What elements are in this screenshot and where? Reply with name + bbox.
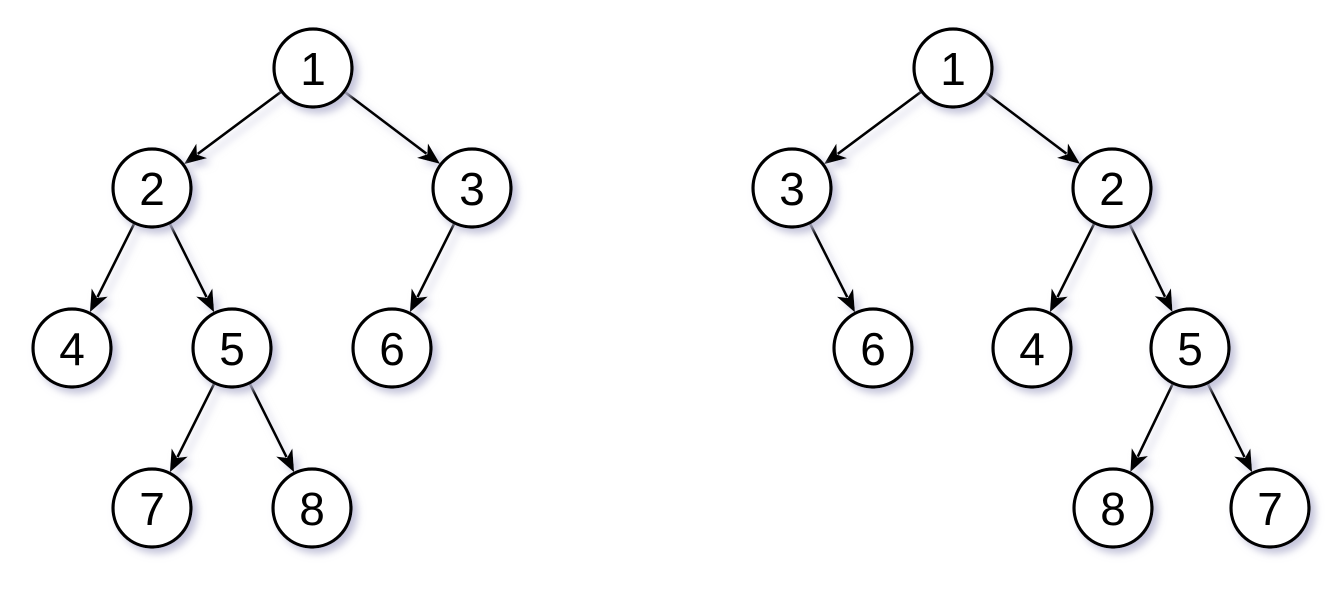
node-label-1: 1 <box>300 43 326 95</box>
node-circle-1[interactable] <box>912 27 994 109</box>
edge-R2-R5 <box>1128 223 1167 298</box>
node-label-2: 2 <box>139 163 165 215</box>
node-circle-2[interactable] <box>1071 147 1153 229</box>
node-circle-4[interactable] <box>31 307 113 389</box>
tree-node-7[interactable]: 7 <box>111 467 193 549</box>
tree-node-1[interactable]: 1 <box>912 27 994 109</box>
right-tree-edges <box>808 90 1253 473</box>
arrowhead-R2-R5 <box>1154 288 1173 313</box>
left-tree-edges <box>89 90 456 473</box>
edge-L3-L6 <box>416 223 456 298</box>
nodes-layer: 1 2 3 4 5 6 7 8 1 3 2 6 4 5 8 7 <box>31 27 1311 549</box>
node-label-7: 7 <box>1257 483 1283 535</box>
edge-R1-R2 <box>984 91 1068 155</box>
tree-node-3[interactable]: 3 <box>751 147 833 229</box>
arrowhead-L5-L8 <box>276 448 295 473</box>
tree-node-5[interactable]: 5 <box>191 307 273 389</box>
edge-L5-L7 <box>176 383 216 458</box>
edge-R1-R3 <box>836 90 922 155</box>
arrowhead-L2-L5 <box>196 288 215 313</box>
node-circle-1[interactable] <box>272 27 354 109</box>
tree-node-7[interactable]: 7 <box>1229 467 1311 549</box>
tree-node-1[interactable]: 1 <box>272 27 354 109</box>
node-circle-7[interactable] <box>1229 467 1311 549</box>
node-circle-6[interactable] <box>351 307 433 389</box>
left-tree-nodes: 1 2 3 4 5 6 7 8 <box>31 27 513 549</box>
node-label-4: 4 <box>59 323 85 375</box>
edges-layer <box>89 90 1253 473</box>
arrowhead-R5-R7 <box>1234 448 1253 473</box>
node-label-3: 3 <box>779 163 805 215</box>
tree-node-5[interactable]: 5 <box>1149 307 1231 389</box>
node-label-2: 2 <box>1099 163 1125 215</box>
arrowhead-L5-L7 <box>169 448 188 473</box>
node-label-1: 1 <box>940 43 966 95</box>
edge-L2-L4 <box>96 223 136 298</box>
tree-node-3[interactable]: 3 <box>431 147 513 229</box>
node-circle-5[interactable] <box>1149 307 1231 389</box>
tree-node-6[interactable]: 6 <box>351 307 433 389</box>
edge-L1-L3 <box>344 91 428 155</box>
node-label-7: 7 <box>139 483 165 535</box>
tree-node-4[interactable]: 4 <box>31 307 113 389</box>
arrowhead-R3-R6 <box>836 288 855 313</box>
node-label-6: 6 <box>860 323 886 375</box>
tree-node-6[interactable]: 6 <box>832 307 914 389</box>
node-label-5: 5 <box>1177 323 1203 375</box>
node-circle-7[interactable] <box>111 467 193 549</box>
node-label-8: 8 <box>1100 483 1126 535</box>
arrowhead-R1-R2 <box>1057 143 1081 164</box>
node-circle-3[interactable] <box>751 147 833 229</box>
tree-node-2[interactable]: 2 <box>1071 147 1153 229</box>
node-label-8: 8 <box>299 483 325 535</box>
arrowhead-L2-L4 <box>89 288 108 313</box>
edge-R5-R8 <box>1136 383 1174 458</box>
node-circle-5[interactable] <box>191 307 273 389</box>
arrowhead-L1-L3 <box>417 143 441 164</box>
arrowhead-R2-R4 <box>1049 288 1068 313</box>
right-tree-nodes: 1 3 2 6 4 5 8 7 <box>751 27 1311 549</box>
node-label-3: 3 <box>459 163 485 215</box>
tree-node-8[interactable]: 8 <box>271 467 353 549</box>
node-circle-8[interactable] <box>1072 467 1154 549</box>
node-label-5: 5 <box>219 323 245 375</box>
tree-node-8[interactable]: 8 <box>1072 467 1154 549</box>
edge-L5-L8 <box>248 383 288 458</box>
node-circle-8[interactable] <box>271 467 353 549</box>
tree-node-2[interactable]: 2 <box>111 147 193 229</box>
node-circle-3[interactable] <box>431 147 513 229</box>
node-label-6: 6 <box>379 323 405 375</box>
arrowhead-R1-R3 <box>824 143 848 165</box>
arrowhead-L1-L2 <box>184 143 208 165</box>
node-circle-2[interactable] <box>111 147 193 229</box>
edge-R3-R6 <box>808 223 849 298</box>
node-circle-6[interactable] <box>832 307 914 389</box>
arrowhead-L3-L6 <box>409 288 428 313</box>
node-circle-4[interactable] <box>991 307 1073 389</box>
tree-node-4[interactable]: 4 <box>991 307 1073 389</box>
edge-R2-R4 <box>1056 223 1096 298</box>
node-label-4: 4 <box>1019 323 1045 375</box>
edge-R5-R7 <box>1206 383 1246 458</box>
edge-L2-L5 <box>168 223 208 298</box>
edge-L1-L2 <box>196 90 282 155</box>
arrowhead-R5-R8 <box>1130 448 1148 472</box>
